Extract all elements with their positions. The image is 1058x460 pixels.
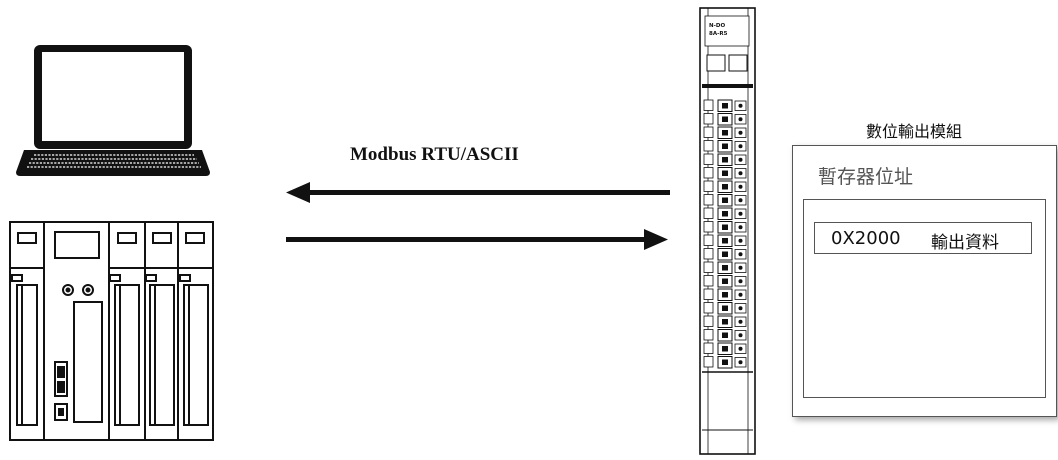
module-title: 數位輸出模組	[866, 122, 963, 141]
arrow-right-icon	[286, 229, 668, 250]
register-heading: 暫存器位址	[818, 166, 914, 188]
device-label-line-2: 8A-R5	[709, 31, 728, 37]
register-description: 輸出資料	[931, 233, 999, 253]
io-module-icon: N-DO 8A-R5	[699, 7, 756, 455]
terminal-block	[703, 99, 747, 369]
laptop-icon	[16, 45, 210, 176]
device-label-line-1: N-DO	[709, 23, 725, 29]
plc-icon	[9, 221, 214, 441]
register-row: 0X2000 輸出資料	[814, 222, 1032, 254]
register-address: 0X2000	[831, 228, 901, 249]
arrow-left-icon	[286, 182, 670, 203]
protocol-label: Modbus RTU/ASCII	[350, 144, 519, 165]
